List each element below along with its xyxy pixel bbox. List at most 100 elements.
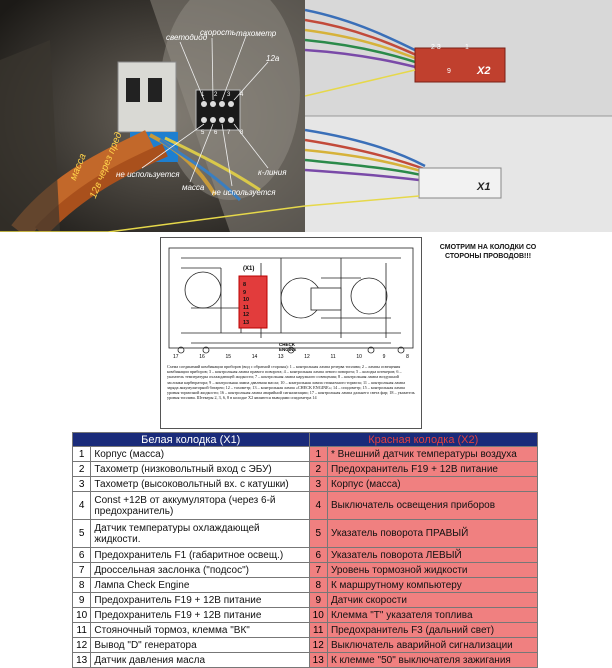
red-pin-number: 9 — [308, 592, 328, 608]
label-tahometr: тахометр — [236, 29, 277, 38]
white-pin-number: 11 — [71, 622, 92, 638]
white-pin-function: Тахометр (высоковольтный вх. с катушки) — [90, 476, 310, 492]
diagram-number: 10 — [356, 354, 362, 360]
red-pin-number: 11 — [308, 622, 328, 638]
red-pin-function: * Внешний датчик температуры воздуха — [326, 446, 539, 462]
white-pin-function: Датчик давления масла — [90, 652, 310, 668]
instrument-cluster-photo: светодиод скорость тахометр 12а не испол… — [0, 0, 305, 232]
table-row: 4 Const +12В от аккумулятора (через 6-й … — [71, 491, 539, 520]
diagram-number: 11 — [330, 354, 336, 360]
red-pin-function: Датчик скорости — [326, 592, 539, 608]
red-pin-function: Предохранитель F19 + 12В питание — [326, 461, 539, 477]
white-pin-function: Предохранитель F19 + 12В питание — [90, 592, 310, 608]
table-row: 5 Датчик температуры охлаждающей жидкост… — [71, 519, 539, 548]
red-pin-number: 5 — [308, 519, 328, 548]
diagram-pin: 13 — [243, 319, 250, 326]
white-pin-function: Const +12В от аккумулятора (через 6-й пр… — [90, 491, 310, 520]
red-pin-number: 13 — [308, 652, 328, 668]
table-row: 10 Предохранитель F19 + 12В питание 10 К… — [71, 607, 539, 623]
white-pin-function: Лампа Check Engine — [90, 577, 310, 593]
diagram-pin: 10 — [243, 297, 250, 303]
side-note: СМОТРИМ НА КОЛОДКИ СО СТОРОНЫ ПРОВОДОВ!!… — [439, 244, 537, 260]
wiring-diagram: (X1) 8 9 10 11 12 13 CHECK ENGINE 17 16 … — [160, 237, 422, 429]
label-pins-bottom: 5 6 7 8 — [201, 130, 248, 136]
red-pin-number: 3 — [308, 476, 328, 492]
table-row: 13 Датчик давления масла 13 К клемме "50… — [71, 652, 539, 668]
red-pin-number: 2 — [308, 461, 328, 477]
red-pin-number: 4 — [308, 491, 328, 520]
white-pin-number: 4 — [71, 491, 92, 520]
red-pin-function: Корпус (масса) — [326, 476, 539, 492]
label-pins-top: 1 2 3 4 — [201, 92, 248, 98]
label-svetodiod: светодиод — [166, 33, 208, 42]
white-pin-number: 7 — [71, 562, 92, 578]
white-pin-number: 9 — [71, 592, 92, 608]
white-pin-number: 5 — [71, 519, 92, 548]
red-pin-function: К клемме "50" выключателя зажигания — [326, 652, 539, 668]
white-pin-function: Предохранитель F19 + 12В питание — [90, 607, 310, 623]
white-pin-number: 1 — [71, 446, 92, 462]
label-pin-12a: 12а — [266, 54, 280, 63]
connectors-photo-drawing — [305, 0, 612, 232]
white-pin-number: 8 — [71, 577, 92, 593]
diagram-bottom-numbers: 17 16 15 14 13 12 11 10 9 8 — [173, 354, 409, 360]
table-row: 3 Тахометр (высоковольтный вх. с катушки… — [71, 476, 539, 492]
table-row: 2 Тахометр (низковольтный вход с ЭБУ) 2 … — [71, 461, 539, 477]
white-pin-number: 13 — [71, 652, 92, 668]
diagram-number: 17 — [173, 354, 179, 360]
red-pin-function: К маршрутному компьютеру — [326, 577, 539, 593]
red-pin-number: 6 — [308, 547, 328, 563]
table-row: 7 Дроссельная заслонка ("подсос") 7 Уров… — [71, 562, 539, 578]
label-ne-ispolzuetsya-1: не используется — [116, 170, 180, 179]
cluster-photo-drawing — [0, 0, 305, 232]
table-row: 9 Предохранитель F19 + 12В питание 9 Дат… — [71, 592, 539, 608]
red-pin-function: Выключатель освещения приборов — [326, 491, 539, 520]
header-white-connector: Белая колодка (X1) — [72, 432, 310, 447]
diagram-number: 9 — [382, 354, 386, 360]
connector-x1-label: X1 — [477, 181, 491, 193]
diagram-connector-label: (X1) — [243, 266, 255, 272]
header-red-connector: Красная колодка (X2) — [308, 432, 539, 447]
pinout-table: Белая колодка (X1) Красная колодка (X2) … — [71, 432, 539, 668]
red-pin-function: Предохранитель F3 (дальний свет) — [326, 622, 539, 638]
red-pin-function: Указатель поворота ПРАВЫЙ — [326, 519, 539, 548]
diagram-pin: 11 — [243, 304, 249, 311]
label-k-linia: к-линия — [258, 168, 287, 177]
white-pin-function: Дроссельная заслонка ("подсос") — [90, 562, 310, 578]
diagram-check-engine-label: CHECK ENGINE — [279, 342, 297, 352]
diagram-pin: 12 — [243, 312, 250, 318]
white-pin-number: 3 — [71, 476, 92, 492]
red-pin-number: 8 — [308, 577, 328, 593]
diagram-number: 15 — [225, 354, 232, 360]
connectors-photo: X2 X1 2 3 9 1 — [305, 0, 612, 232]
red-pin-function: Указатель поворота ЛЕВЫЙ — [326, 547, 539, 563]
diagram-pin: 8 — [243, 282, 247, 288]
white-pin-function: Стояночный тормоз, клемма "ВК" — [90, 622, 310, 638]
label-skorost: скорость — [200, 28, 236, 37]
label-massa-bottom: масса — [182, 183, 205, 192]
table-row: 1 Корпус (масса) 1 * Внешний датчик темп… — [71, 446, 539, 462]
diagram-pin: 9 — [243, 289, 247, 296]
white-pin-number: 2 — [71, 461, 92, 477]
diagram-number: 13 — [278, 354, 284, 360]
wiring-diagram-drawing — [168, 247, 414, 354]
table-header-row: Белая колодка (X1) Красная колодка (X2) — [72, 432, 539, 447]
diagram-number: 8 — [406, 354, 409, 360]
red-pin-number: 10 — [308, 607, 328, 623]
white-pin-number: 10 — [71, 607, 92, 623]
white-pin-number: 6 — [71, 547, 92, 563]
table-row: 6 Предохранитель F1 (габаритное освещ.) … — [71, 547, 539, 563]
table-row: 11 Стояночный тормоз, клемма "ВК" 11 Пре… — [71, 622, 539, 638]
label-ne-ispolzuetsya-2: не используется — [212, 188, 276, 197]
red-pin-number: 7 — [308, 562, 328, 578]
connector-x2-label: X2 — [477, 65, 491, 77]
connector-x2-pins-label: 2 3 — [431, 44, 441, 51]
table-row: 8 Лампа Check Engine 8 К маршрутному ком… — [71, 577, 539, 593]
red-pin-function: Клемма "Т" указателя топлива — [326, 607, 539, 623]
diagram-number: 12 — [304, 354, 310, 360]
connector-x2-pin1-label: 1 — [465, 44, 469, 51]
red-pin-number: 1 — [308, 446, 328, 462]
white-pin-function: Корпус (масса) — [90, 446, 310, 462]
red-pin-function: Уровень тормозной жидкости — [326, 562, 539, 578]
white-pin-function: Тахометр (низковольтный вход с ЭБУ) — [90, 461, 310, 477]
